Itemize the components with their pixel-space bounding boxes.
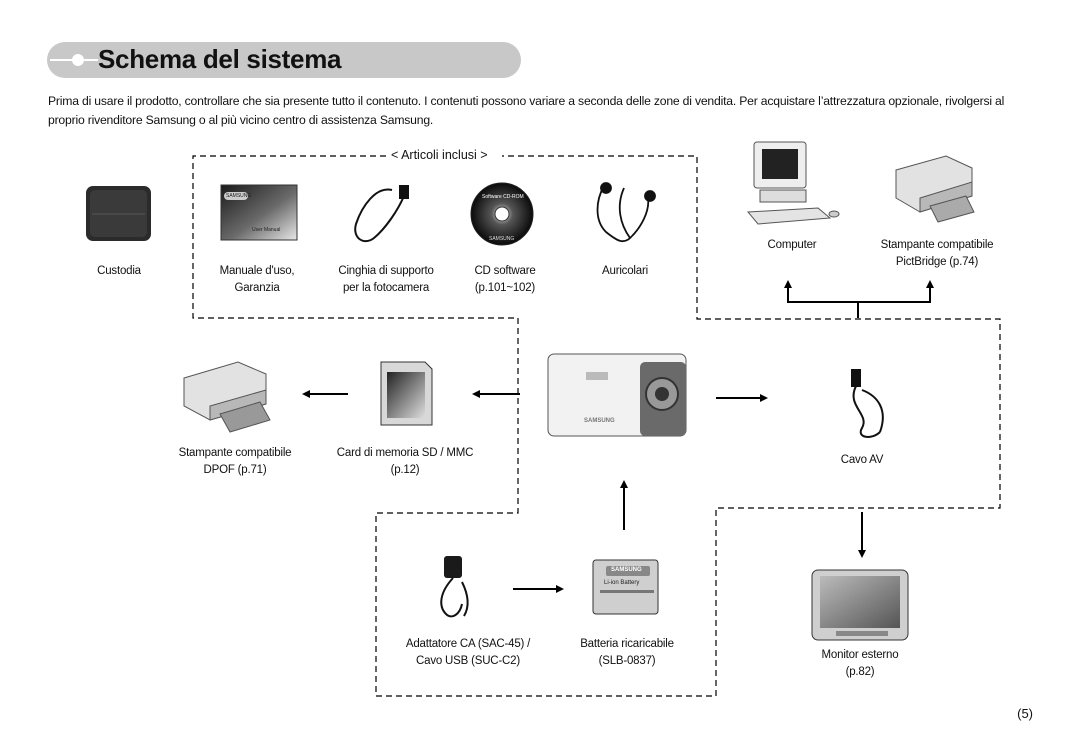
label-ac-adapter: Adattatore CA (SAC-45) /Cavo USB (SUC-C2… (405, 638, 531, 667)
cd-label-top: Software CD-ROM (482, 194, 524, 200)
sd-card-image (380, 361, 433, 426)
camera-case-image (86, 186, 151, 241)
label-sd-card: Card di memoria SD / MMC(p.12) (336, 447, 474, 476)
label-earphones: Auricolari (602, 265, 648, 277)
manual-cover-brand: SAMSUNG (226, 193, 252, 199)
label-software-cd: CD software(p.101~102) (474, 265, 536, 294)
dashed-boundaries (192, 155, 1001, 697)
computer-image (746, 141, 840, 225)
arrow-to-computer (784, 280, 859, 318)
user-manual-image (220, 184, 298, 241)
label-battery: Batteria ricaricabile(SLB-0837) (580, 638, 674, 667)
label-computer: Computer (767, 239, 817, 251)
strap-image (354, 185, 409, 243)
intro-paragraph: Prima di usare il prodotto, controllare … (48, 94, 1005, 127)
battery-image (592, 559, 659, 615)
included-items-boundary (192, 155, 1001, 697)
cd-label-bottom: SAMSUNG (489, 236, 515, 242)
software-cd-image (470, 182, 534, 246)
page-number: (5) (1017, 706, 1033, 721)
title-bar-bullet (72, 54, 84, 66)
battery-type-print: Li-ion Battery (604, 580, 640, 586)
dpof-printer-image (183, 361, 271, 433)
external-monitor-image (811, 569, 909, 641)
label-external-monitor: Monitor esterno(p.82) (821, 649, 899, 678)
earphones-image (596, 182, 656, 243)
connection-arrows (302, 280, 934, 593)
battery-brand-print: SAMSUNG (611, 567, 642, 573)
camera-brand-print: SAMSUNG (584, 418, 615, 424)
manual-cover-text: User Manual (252, 227, 281, 233)
included-items-heading: < Articoli inclusi > (386, 148, 493, 162)
digital-camera-image (547, 353, 687, 437)
page-title: Schema del sistema (98, 44, 342, 74)
title-bar (47, 42, 521, 78)
label-user-manual: Manuale d'uso,Garanzia (219, 265, 295, 294)
arrow-to-pictbridge-printer (858, 280, 934, 303)
ac-adapter-image (440, 556, 469, 618)
label-av-cable: Cavo AV (840, 454, 884, 466)
av-cable-image (851, 369, 884, 438)
pictbridge-printer-image (895, 155, 975, 223)
label-camera-case: Custodia (97, 265, 141, 277)
